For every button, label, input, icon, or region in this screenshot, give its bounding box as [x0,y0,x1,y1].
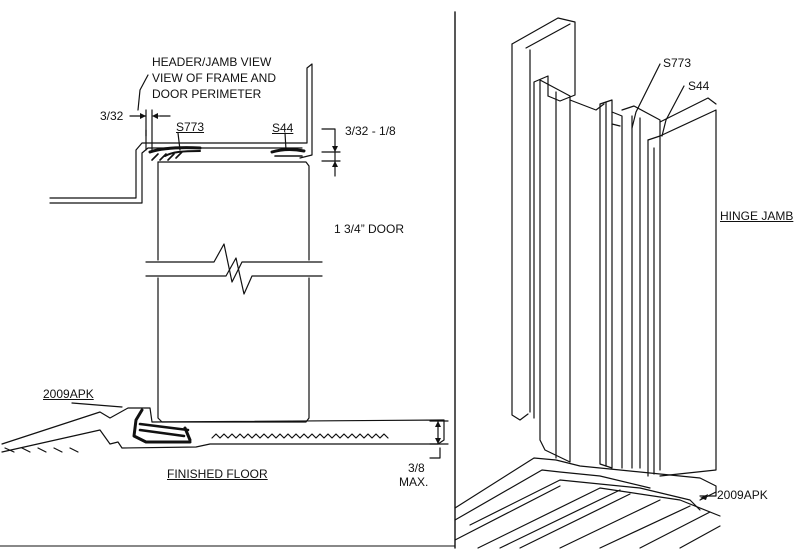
seal-s44-label: S44 [272,121,294,135]
door-break-line [145,243,323,283]
iso-seal-s44 [647,109,717,477]
seal-s773-label: S773 [176,120,205,134]
door-outline [157,161,310,261]
gap-right-dimension: 3/32 - 1/8 [345,124,396,138]
dim-3-32 [129,109,171,151]
door-thickness-label: 1 3/4” DOOR [334,222,405,236]
dim-3-8-max [429,420,449,459]
dim-3-32-1-8 [321,128,341,177]
iso-seal-s44-label: S44 [688,79,710,93]
iso-threshold-label: 2009APK [717,488,768,502]
seal-s44 [270,148,306,154]
iso-seal-s773 [599,99,613,469]
header-view-label-line1: HEADER/JAMB VIEW [152,55,272,69]
threshold-profile [1,407,445,453]
threshold-label: 2009APK [43,387,94,401]
frame-profile [49,63,313,199]
iso-seal-s773-label: S773 [663,56,692,70]
finished-floor-label: FINISHED FLOOR [167,467,268,481]
frame-profile-inner [49,147,303,204]
hinge-jamb-frame [511,17,576,102]
gap-left-dimension: 3/32 [100,109,124,123]
max-dimension-line1: 3/8 [408,461,425,475]
hinge-jamb-label: HINGE JAMB [720,209,794,223]
header-view-label-line3: DOOR PERIMETER [152,87,262,101]
header-view-label-line2: VIEW OF FRAME AND [152,71,277,85]
max-dimension-line2: MAX. [399,475,429,489]
seal-s773 [148,146,202,154]
